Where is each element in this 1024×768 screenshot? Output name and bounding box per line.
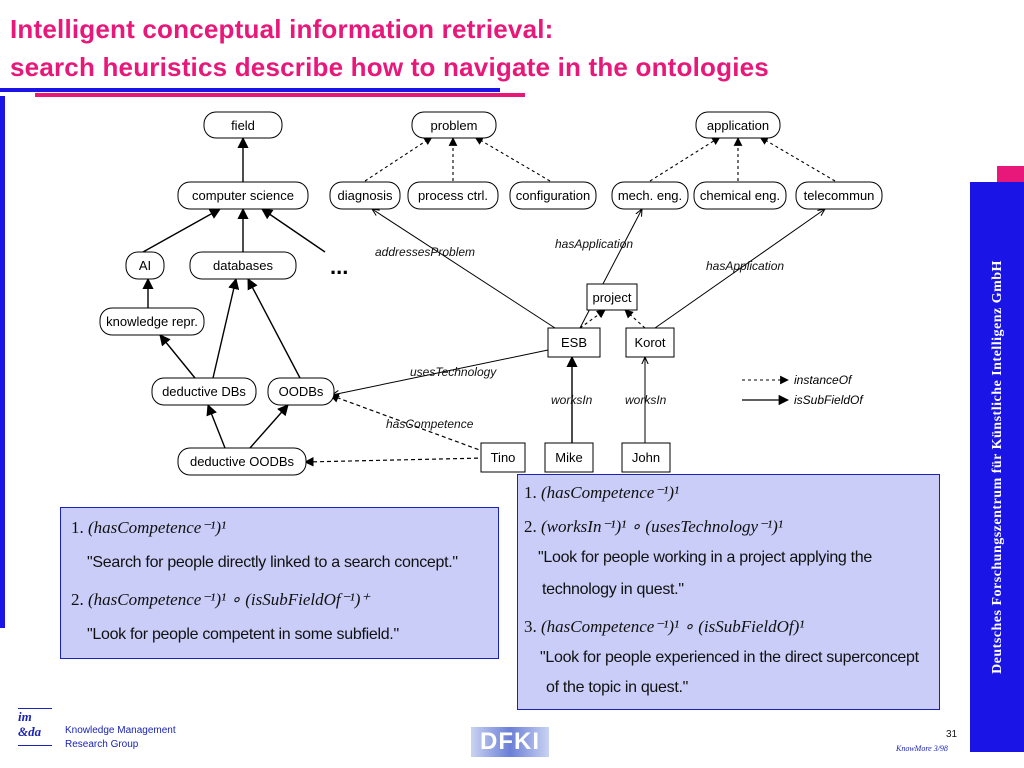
svg-text:AI: AI (139, 258, 151, 273)
right-h1-formula-line: 1. (hasCompetence⁻¹)¹ (524, 483, 679, 503)
node-esb: ESB (547, 327, 601, 358)
subfield-edges (142, 136, 578, 449)
svg-text:OODBs: OODBs (279, 384, 324, 399)
svg-text:Mike: Mike (555, 450, 582, 465)
right-h1-number: 1. (524, 483, 537, 502)
right-h3-quote-line-2: of the topic in quest." (546, 679, 688, 696)
slide-title-line-1: Intelligent conceptual information retri… (10, 14, 554, 44)
node-deductive-dbs: deductive DBs (151, 377, 257, 406)
left-h1-quote: "Search for people directly linked to a … (87, 554, 458, 571)
node-ellipsis: ... (330, 254, 348, 279)
node-configuration: configuration (509, 181, 597, 210)
right-h2-formula-line: 2. (worksIn⁻¹)¹ ∘ (usesTechnology⁻¹)¹ (524, 517, 783, 537)
node-deductive-oodbs: deductive OODBs (177, 447, 307, 476)
right-h2-number: 2. (524, 517, 537, 536)
svg-text:Korot: Korot (634, 335, 665, 350)
dfki-logo-text: DFKI (480, 728, 540, 755)
left-h2-formula-line: 2. (hasCompetence⁻¹)¹ ∘ (isSubFieldOf⁻¹)… (71, 590, 369, 610)
svg-text:ESB: ESB (561, 335, 587, 350)
right-h3-quote-line-1: "Look for people experienced in the dire… (540, 649, 919, 666)
node-process-ctrl: process ctrl. (407, 181, 499, 210)
node-field: field (203, 111, 283, 139)
node-korot: Korot (625, 327, 675, 358)
right-h2-quote-line-1: "Look for people working in a project ap… (538, 549, 873, 566)
right-h3-formula: (hasCompetence⁻¹)¹ ∘ (isSubFieldOf)¹ (541, 617, 805, 636)
svg-text:computer science: computer science (192, 188, 294, 203)
left-h2-quote: "Look for people competent in some subfi… (87, 626, 399, 643)
competence-edges (304, 393, 486, 467)
legend: instanceOf isSubFieldOf (742, 373, 864, 407)
right-h1-formula: (hasCompetence⁻¹)¹ (541, 483, 680, 502)
side-label-panel: Deutsches Forschungszentrum für Künstlic… (970, 182, 1024, 752)
svg-text:configuration: configuration (516, 188, 590, 203)
svg-text:mech. eng.: mech. eng. (618, 188, 682, 203)
label-works-in-1: worksIn (551, 393, 593, 407)
node-diagnosis: diagnosis (329, 181, 401, 210)
svg-text:deductive DBs: deductive DBs (162, 384, 246, 399)
side-label-text: Deutsches Forschungszentrum für Künstlic… (989, 260, 1005, 674)
legend-is-sub-field-of: isSubFieldOf (794, 393, 864, 407)
node-ai: AI (125, 251, 165, 280)
svg-text:John: John (632, 450, 660, 465)
right-h2-quote-line-2: technology in quest." (542, 581, 684, 598)
ontology-diagram: field problem application computer scien… (99, 111, 883, 476)
svg-text:project: project (592, 290, 631, 305)
node-mike: Mike (544, 442, 594, 473)
node-problem: problem (411, 111, 497, 139)
right-h2-formula: (worksIn⁻¹)¹ ∘ (usesTechnology⁻¹)¹ (541, 517, 783, 536)
imda-logo: im &da (18, 708, 52, 746)
node-chemical-eng: chemical eng. (693, 181, 787, 210)
footer-knowmore: KnowMore 3/98 (896, 744, 948, 753)
label-addresses-problem: addressesProblem (375, 245, 475, 259)
node-mech-eng: mech. eng. (611, 181, 689, 210)
node-databases: databases (189, 251, 297, 280)
title-underline-pink (35, 93, 525, 97)
right-h3-number: 3. (524, 617, 537, 636)
node-tino: Tino (480, 442, 526, 473)
svg-text:application: application (707, 118, 769, 133)
label-has-competence: hasCompetence (386, 417, 474, 431)
title-underline-blue (0, 88, 500, 92)
left-edge-bar (0, 96, 5, 628)
node-project: project (586, 283, 638, 311)
left-h1-formula: (hasCompetence⁻¹)¹ (88, 518, 227, 537)
left-h1-number: 1. (71, 518, 84, 537)
slide-title-line-2: search heuristics describe how to naviga… (10, 52, 769, 82)
node-computer-science: computer science (177, 181, 309, 210)
svg-text:Tino: Tino (491, 450, 516, 465)
label-works-in-2: worksIn (625, 393, 667, 407)
legend-instance-of: instanceOf (794, 373, 853, 387)
instance-edges (364, 136, 836, 329)
svg-text:databases: databases (213, 258, 273, 273)
footer-group-line-2: Research Group (65, 739, 139, 750)
left-h1-formula-line: 1. (hasCompetence⁻¹)¹ (71, 518, 226, 538)
svg-text:knowledge repr.: knowledge repr. (106, 314, 198, 329)
page-number: 31 (946, 729, 958, 740)
svg-text:chemical eng.: chemical eng. (700, 188, 780, 203)
right-heuristics-box: 1. (hasCompetence⁻¹)¹ 2. (worksIn⁻¹)¹ ∘ … (517, 474, 940, 710)
label-uses-technology: usesTechnology (410, 365, 497, 379)
svg-text:diagnosis: diagnosis (338, 188, 393, 203)
svg-text:deductive OODBs: deductive OODBs (190, 454, 295, 469)
svg-text:process ctrl.: process ctrl. (418, 188, 488, 203)
node-knowledge-repr: knowledge repr. (99, 307, 205, 336)
right-h3-formula-line: 3. (hasCompetence⁻¹)¹ ∘ (isSubFieldOf)¹ (524, 617, 804, 637)
node-john: John (621, 442, 671, 473)
node-telecommun: telecommun (795, 181, 883, 210)
dfki-logo: DFKI (471, 727, 549, 757)
node-application: application (695, 111, 781, 139)
svg-text:problem: problem (431, 118, 478, 133)
svg-text:telecommun: telecommun (804, 188, 875, 203)
label-has-application-1: hasApplication (555, 237, 633, 251)
left-heuristics-box: 1. (hasCompetence⁻¹)¹ "Search for people… (60, 507, 499, 659)
left-h2-formula: (hasCompetence⁻¹)¹ ∘ (isSubFieldOf⁻¹)⁺ (88, 590, 370, 609)
right-pink-accent (997, 166, 1024, 184)
node-oodbs: OODBs (267, 377, 335, 406)
left-h2-number: 2. (71, 590, 84, 609)
label-has-application-2: hasApplication (706, 259, 784, 273)
svg-text:field: field (231, 118, 255, 133)
footer-group-line-1: Knowledge Management (65, 725, 176, 736)
